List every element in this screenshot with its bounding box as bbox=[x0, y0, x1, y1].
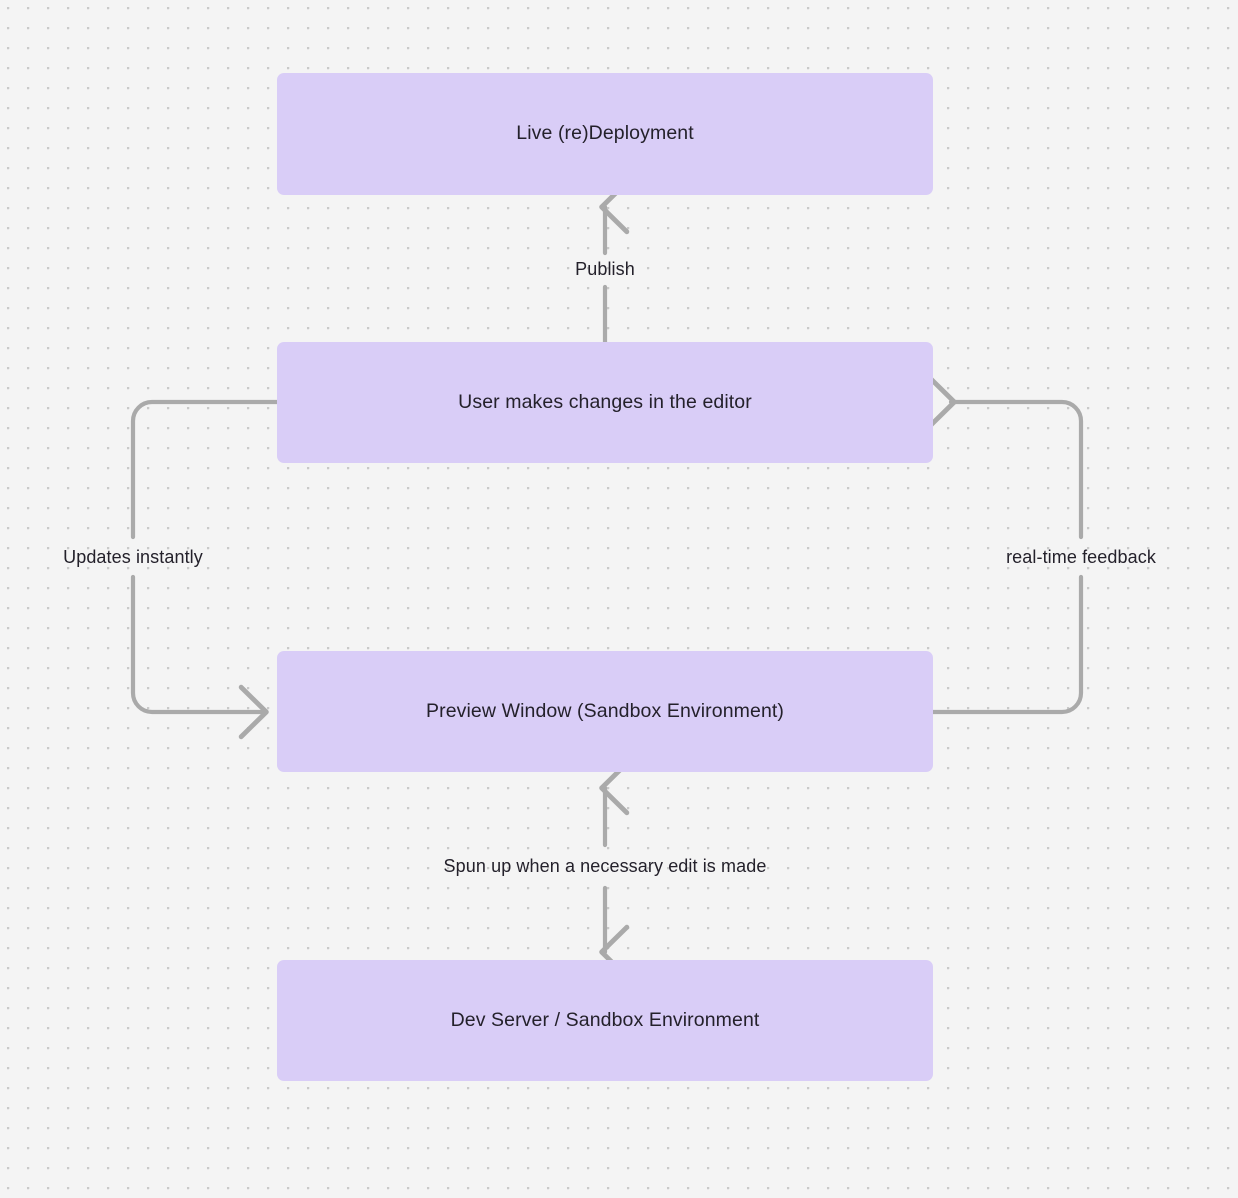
node-label: Preview Window (Sandbox Environment) bbox=[426, 699, 784, 722]
node-label: Live (re)Deployment bbox=[516, 122, 694, 145]
node-live-redeployment[interactable]: Live (re)Deployment bbox=[277, 73, 933, 195]
node-dev-server[interactable]: Dev Server / Sandbox Environment bbox=[277, 960, 933, 1081]
node-label: User makes changes in the editor bbox=[458, 390, 752, 413]
node-user-makes-changes[interactable]: User makes changes in the editor bbox=[277, 342, 933, 463]
edge-label-spun-up: Spun up when a necessary edit is made bbox=[443, 856, 767, 876]
edge-label-real-time-feedback: real-time feedback bbox=[1006, 547, 1156, 567]
edge-label-publish: Publish bbox=[575, 259, 635, 279]
node-label: Dev Server / Sandbox Environment bbox=[450, 1008, 760, 1031]
edge-label-updates-instantly: Updates instantly bbox=[63, 547, 203, 567]
node-preview-window[interactable]: Preview Window (Sandbox Environment) bbox=[277, 651, 933, 772]
